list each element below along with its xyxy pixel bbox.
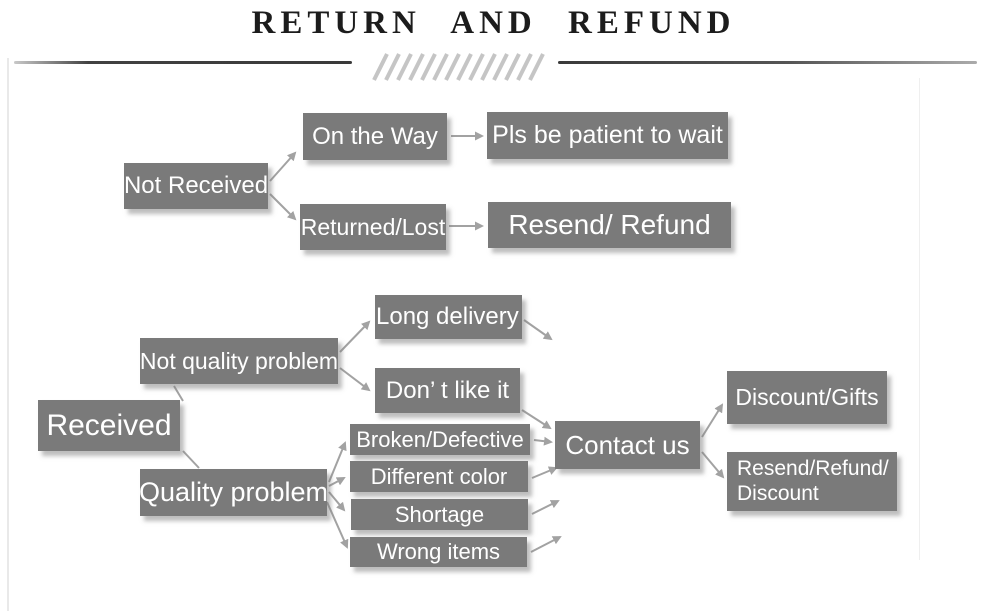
arrow-wrongitems-to-contact <box>530 536 562 553</box>
node-resend-refund: Resend/ Refund <box>488 202 731 248</box>
arrow-notquality-to-longdelivery <box>339 320 371 353</box>
node-dont-like-it: Don’ t like it <box>375 368 520 413</box>
page-edge-line-left <box>7 58 9 611</box>
node-received: Received <box>38 400 180 451</box>
arrow-notreceived-to-returnedlost <box>269 193 297 221</box>
arrow-contact-to-resendrefunddiscount <box>701 451 725 479</box>
arrow-notquality-to-dontlikeit <box>339 367 371 392</box>
divider-line-left <box>14 61 352 64</box>
page-edge-line-right <box>919 78 920 560</box>
line-received-to-notquality <box>173 385 184 402</box>
line-received-to-quality <box>182 450 200 469</box>
arrow-broken-to-contact <box>533 436 553 446</box>
node-wrong-items: Wrong items <box>350 537 527 567</box>
node-on-the-way: On the Way <box>303 113 447 160</box>
resend-refund-discount-line2: Discount <box>737 481 819 505</box>
node-not-received: Not Received <box>124 163 268 209</box>
node-not-quality-problem: Not quality problem <box>140 338 338 384</box>
node-discount-gifts: Discount/Gifts <box>727 371 887 424</box>
arrow-shortage-to-contact <box>531 500 560 515</box>
node-returned-lost: Returned/Lost <box>300 204 446 250</box>
arrow-quality-to-wrongitems <box>326 501 349 549</box>
node-quality-problem: Quality problem <box>139 469 328 516</box>
arrow-quality-to-shortage <box>328 491 346 512</box>
arrow-notreceived-to-ontheway <box>269 151 297 182</box>
arrow-contact-to-discountgifts <box>701 403 724 438</box>
resend-refund-discount-line1: Resend/Refund/ <box>737 457 889 481</box>
node-different-color: Different color <box>350 461 528 492</box>
node-shortage: Shortage <box>351 499 528 530</box>
arrow-longdelivery-to-contact <box>523 319 553 341</box>
arrow-quality-to-differentcolor <box>328 477 346 487</box>
page-title: RETURN AND REFUND <box>251 5 736 41</box>
arrow-differentcolor-to-contact <box>531 466 558 479</box>
node-long-delivery: Long delivery <box>375 295 522 339</box>
node-broken-defective: Broken/Defective <box>350 424 530 455</box>
divider-line-right <box>558 61 977 64</box>
node-contact-us: Contact us <box>555 421 700 469</box>
node-pls-be-patient: Pls be patient to wait <box>487 112 728 159</box>
arrow-quality-to-broken <box>328 441 347 483</box>
title-hatch-marks <box>372 53 545 81</box>
node-resend-refund-discount: Resend/Refund/ Discount <box>727 452 897 511</box>
